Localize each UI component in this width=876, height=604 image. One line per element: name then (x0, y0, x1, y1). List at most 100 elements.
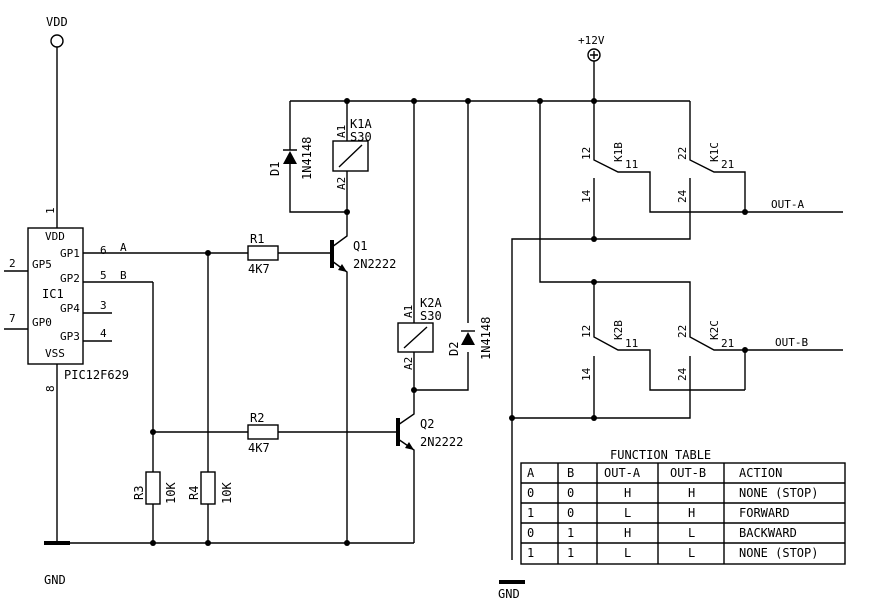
table-row: 0 1 H L BACKWARD (527, 526, 797, 540)
ic-pin-label-vss: VSS (45, 347, 65, 360)
gnd-right-label: GND (498, 587, 520, 601)
ic-pin-number-4: 4 (100, 327, 107, 340)
r3-name: R3 (132, 486, 146, 500)
ic-pin-number-3: 3 (100, 299, 107, 312)
q2-value: 2N2222 (420, 435, 463, 449)
r1-name: R1 (250, 232, 264, 246)
table-row: 1 1 L L NONE (STOP) (527, 546, 818, 560)
ic-pin-label-gp1: GP1 (60, 247, 80, 260)
resistor-r2: R2 4K7 (247, 411, 279, 455)
table-header-out-a: OUT-A (604, 466, 641, 480)
ground-symbol-right: GND (498, 580, 525, 601)
k2c-name: K2C (708, 320, 721, 340)
table-cell: L (624, 506, 631, 520)
d1-value: 1N4148 (300, 137, 314, 180)
out-b-label: OUT-B (775, 336, 808, 349)
ic1: VDD GP5 GP1 GP2 IC1 GP4 GP0 GP3 VSS PIC1… (9, 207, 129, 392)
k1c-name: K1C (708, 142, 721, 162)
d2-value: 1N4148 (479, 317, 493, 360)
table-cell: 1 (527, 546, 534, 560)
d2-name: D2 (447, 342, 461, 356)
ic-pin-label-gp3: GP3 (60, 330, 80, 343)
k2b-pin-12: 12 (580, 325, 593, 338)
table-cell: L (688, 526, 695, 540)
k1a-name: K1A (350, 117, 372, 131)
junction-dots (150, 98, 748, 546)
k1a-pin-a1: A1 (335, 125, 348, 138)
k2c-pin-22: 22 (676, 325, 689, 338)
r1-value: 4K7 (248, 262, 270, 276)
table-cell: H (624, 526, 631, 540)
table-cell: 0 (527, 526, 534, 540)
r2-name: R2 (250, 411, 264, 425)
ic-pin-number-7: 7 (9, 312, 16, 325)
ic-pin-number-2: 2 (9, 257, 16, 270)
k1b-pin-14: 14 (580, 189, 593, 203)
table-cell: L (688, 546, 695, 560)
resistor-r4: R4 10K (187, 471, 234, 505)
function-table-title: FUNCTION TABLE (610, 448, 711, 462)
table-cell: H (688, 506, 695, 520)
table-cell: H (688, 486, 695, 500)
table-header-action: ACTION (739, 466, 782, 480)
relay-coil-k1a: K1A S30 A1 A2 (332, 117, 372, 190)
k2b-name: K2B (612, 320, 625, 340)
ic-name: IC1 (42, 287, 64, 301)
k1a-pin-a2: A2 (335, 177, 348, 190)
table-cell: 0 (527, 486, 534, 500)
ground-symbol-left: GND (44, 541, 70, 587)
table-header-b: B (567, 466, 574, 480)
ic-pin-label-gp5: GP5 (32, 258, 52, 271)
ic-pin-number-8: 8 (44, 385, 57, 392)
table-cell: BACKWARD (739, 526, 797, 540)
net-label-a: A (120, 241, 127, 254)
ic-pin-label-gp4: GP4 (60, 302, 80, 315)
k2a-pin-a1: A1 (402, 305, 415, 318)
ic-pin-number-6: 6 (100, 244, 107, 257)
table-row: 0 0 H H NONE (STOP) (527, 486, 818, 500)
table-header-a: A (527, 466, 535, 480)
q1-name: Q1 (353, 239, 367, 253)
relay-contact-k1c: 22 K1C 21 24 (676, 141, 746, 212)
table-cell: 1 (527, 506, 534, 520)
d1-name: D1 (268, 162, 282, 176)
relay-contact-k2b: 12 K2B 11 14 (580, 318, 745, 391)
table-cell: H (624, 486, 631, 500)
k1b-pin-11: 11 (625, 158, 638, 171)
table-cell: 1 (567, 546, 574, 560)
ic-pin-label-vdd: VDD (45, 230, 65, 243)
table-cell: L (624, 546, 631, 560)
out-a-label: OUT-A (771, 198, 804, 211)
table-cell: FORWARD (739, 506, 790, 520)
r4-name: R4 (187, 486, 201, 500)
k1c-pin-24: 24 (676, 189, 689, 203)
table-cell: NONE (STOP) (739, 486, 818, 500)
table-header-row: A B OUT-A OUT-B ACTION (527, 466, 782, 480)
k2b-pin-14: 14 (580, 367, 593, 381)
q2-name: Q2 (420, 417, 434, 431)
k2b-pin-11: 11 (625, 337, 638, 350)
ic-pin-number-1: 1 (44, 207, 57, 214)
v12-label: +12V (578, 34, 605, 47)
relay-coil-k2a: K2A S30 A1 A2 (397, 296, 442, 370)
k1c-pin-22: 22 (676, 147, 689, 160)
gnd-left-label: GND (44, 573, 66, 587)
k2c-pin-24: 24 (676, 367, 689, 381)
ic-pin-number-5: 5 (100, 269, 107, 282)
k2a-pin-a2: A2 (402, 357, 415, 370)
ic-pin-label-gp0: GP0 (32, 316, 52, 329)
ic-pin-label-gp2: GP2 (60, 272, 80, 285)
diode-d2: D2 1N4148 (447, 317, 493, 360)
table-cell: 0 (567, 486, 574, 500)
resistor-r3: R3 10K (132, 471, 178, 505)
transistor-q2: Q2 2N2222 (396, 390, 463, 543)
v12-terminal: +12V (578, 34, 605, 62)
table-cell: NONE (STOP) (739, 546, 818, 560)
table-cell: 0 (567, 506, 574, 520)
resistor-r1: R1 4K7 (247, 232, 279, 276)
k1c-pin-21: 21 (721, 158, 734, 171)
vdd-terminal: VDD (46, 15, 68, 48)
k2a-name: K2A (420, 296, 442, 310)
transistor-q1: Q1 2N2222 (330, 212, 396, 543)
